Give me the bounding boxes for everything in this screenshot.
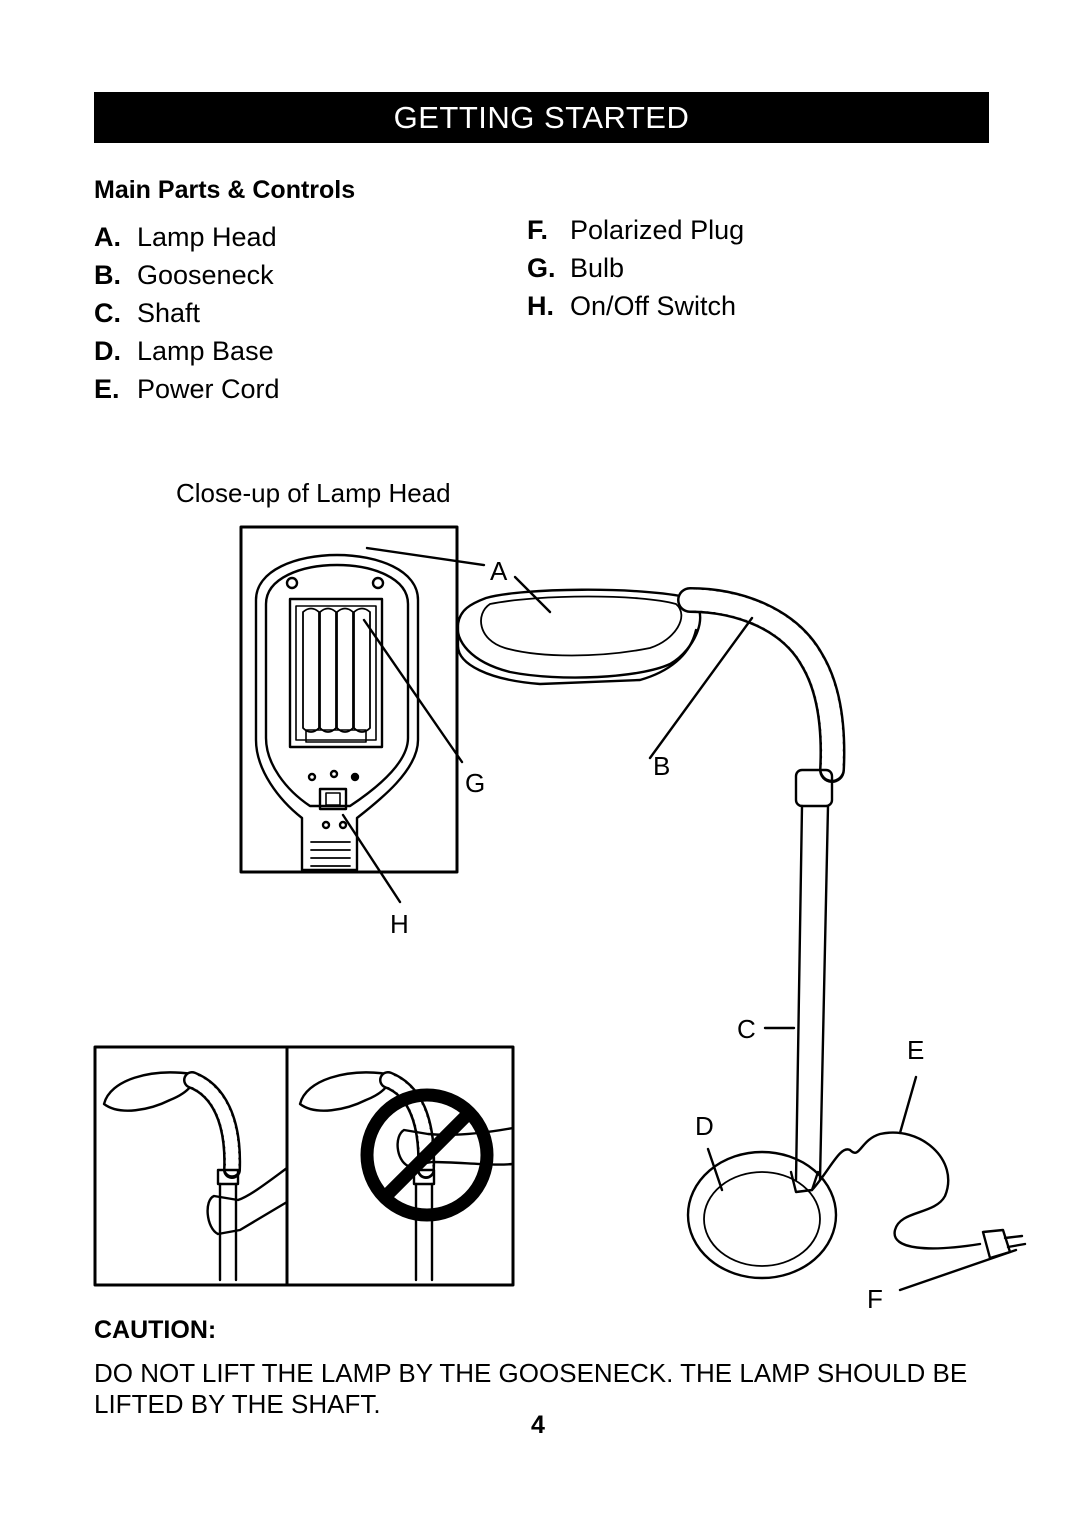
caution-heading: CAUTION: [94, 1316, 217, 1344]
part-label: Lamp Head [137, 222, 277, 252]
section-title: GETTING STARTED [393, 99, 690, 135]
incorrect-lift-illustration [298, 1071, 515, 1282]
part-key: C. [94, 298, 121, 328]
part-key: D. [94, 336, 121, 366]
closeup-lamp-head-drawing [239, 525, 459, 874]
callout-c: C [737, 1014, 756, 1044]
parts-list-right: F. Polarized Plug G. Bulb H. On/Off Switch [527, 211, 744, 325]
part-item: E. Power Cord [94, 370, 280, 408]
callout-g: G [465, 768, 485, 798]
part-key: E. [94, 374, 120, 404]
callout-a: A [490, 556, 508, 586]
callout-d: D [695, 1111, 714, 1141]
part-label: Bulb [570, 253, 625, 283]
lifting-instruction-panel [93, 1045, 515, 1287]
section-title-bar: GETTING STARTED [94, 92, 989, 143]
callout-f: F [867, 1284, 883, 1314]
prohibited-icon [360, 1088, 494, 1222]
part-item: C. Shaft [94, 294, 280, 332]
callout-b: B [653, 751, 670, 781]
part-key: A. [94, 222, 121, 252]
part-label: Gooseneck [137, 260, 274, 290]
part-key: H. [527, 291, 554, 321]
part-item: B. Gooseneck [94, 256, 280, 294]
correct-lift-illustration [102, 1071, 289, 1282]
part-label: Polarized Plug [570, 215, 745, 245]
part-label: Shaft [137, 298, 201, 328]
closeup-caption: Close-up of Lamp Head [176, 478, 451, 508]
parts-list-left: A. Lamp Head B. Gooseneck C. Shaft D. Lamp B… [94, 218, 280, 408]
part-item: G. Bulb [527, 249, 744, 287]
part-item: H. On/Off Switch [527, 287, 744, 325]
main-parts-heading: Main Parts & Controls [94, 176, 356, 204]
part-label: Lamp Base [137, 336, 274, 366]
part-item: D. Lamp Base [94, 332, 280, 370]
part-key: G. [527, 253, 556, 283]
part-item: A. Lamp Head [94, 218, 280, 256]
callout-e: E [907, 1035, 924, 1065]
part-label: On/Off Switch [570, 291, 737, 321]
part-label: Power Cord [137, 374, 280, 404]
page-number: 4 [531, 1411, 545, 1439]
callout-h: H [390, 909, 409, 939]
part-key: F. [527, 215, 549, 245]
part-item: F. Polarized Plug [527, 211, 744, 249]
part-key: B. [94, 260, 121, 290]
caution-text: DO NOT LIFT THE LAMP BY THE GOOSENECK. T… [94, 1358, 968, 1419]
floor-lamp-drawing [456, 587, 1027, 1280]
